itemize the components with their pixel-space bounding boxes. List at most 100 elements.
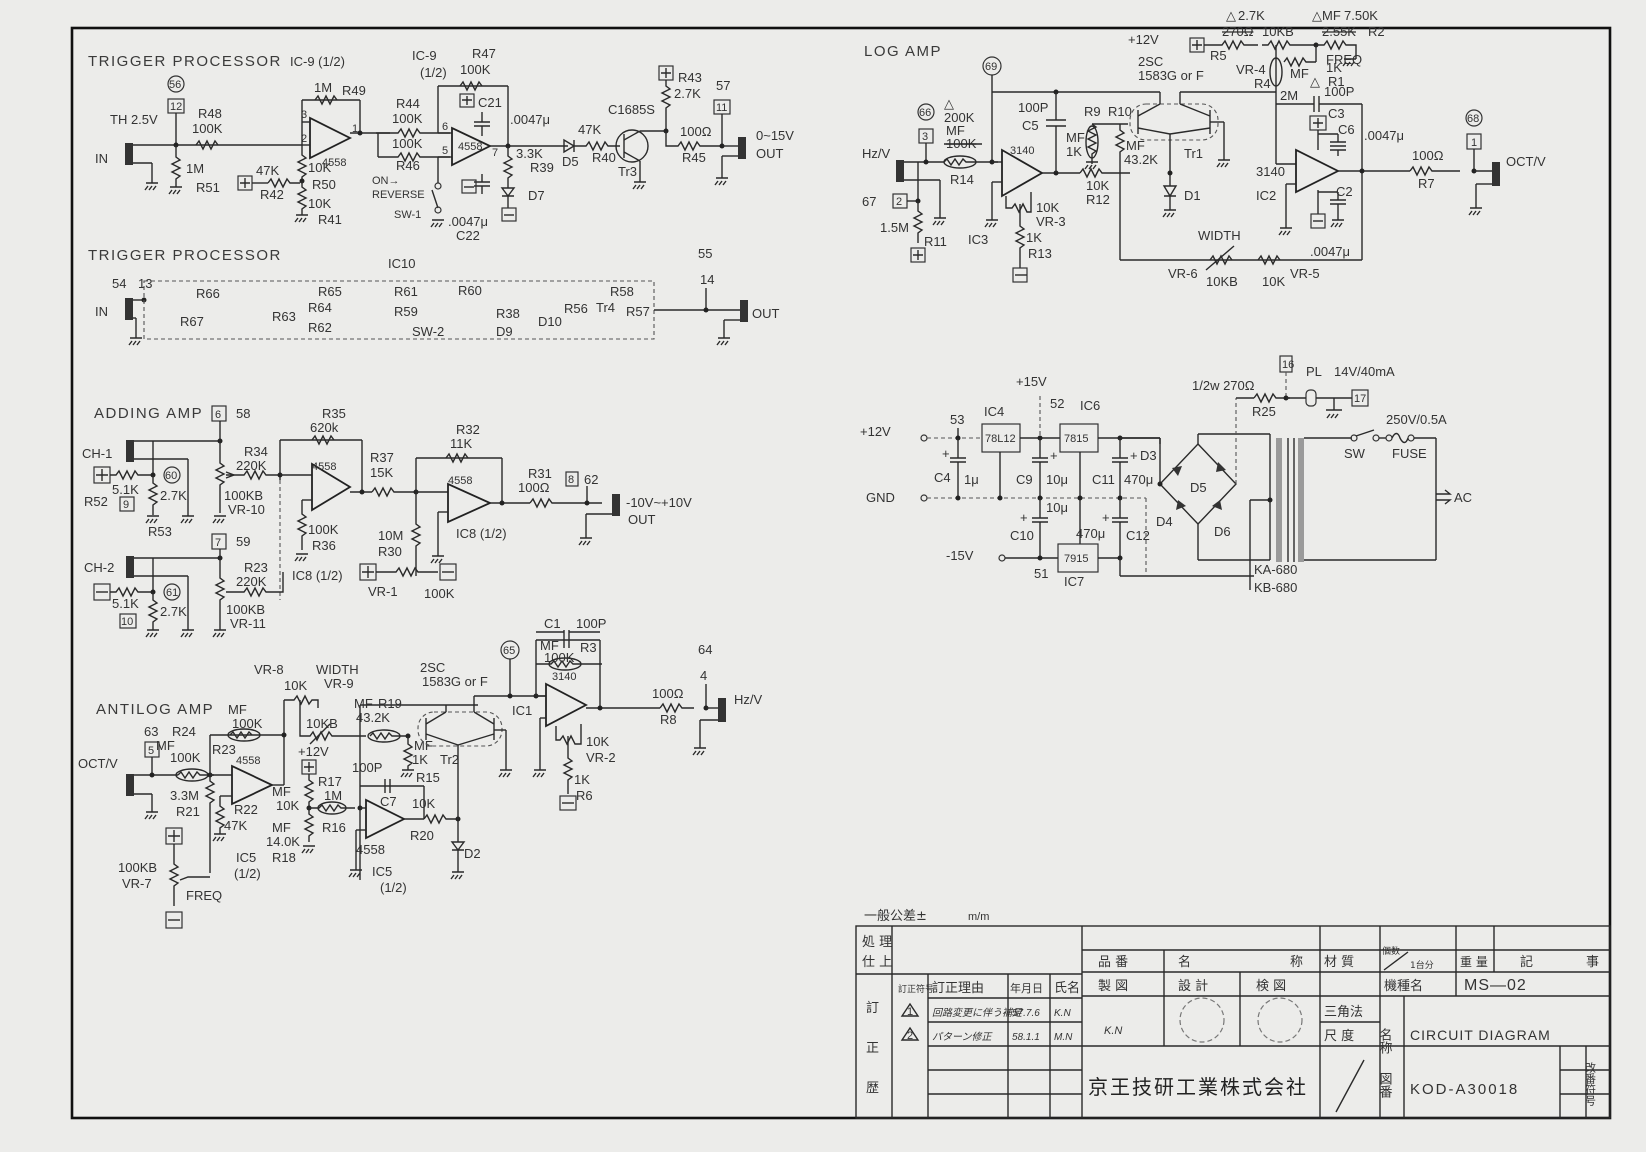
resistor-value: 10K (412, 796, 435, 811)
wire (912, 201, 924, 243)
diode-icon (450, 841, 466, 872)
checked-header: 検 図 (1256, 979, 1286, 994)
output-range: -10V~+10V (626, 495, 692, 510)
part-label: R65 (318, 284, 342, 299)
resistor-value: 47K (578, 122, 601, 137)
resistor-value: 100K (170, 750, 201, 765)
opamp-icon (545, 682, 588, 728)
section-title: ADDING AMP (94, 405, 203, 422)
ground-icon (1278, 227, 1292, 236)
wire (296, 145, 308, 181)
resistor-icon (659, 702, 694, 714)
pilot-lamp-label: PL (1306, 364, 1322, 379)
wire (920, 494, 928, 502)
resistor-label: R13 (1028, 246, 1052, 261)
power-switch-icon[interactable] (1350, 434, 1358, 442)
plus-mark: + (1102, 510, 1110, 525)
capacitor-value: .0047μ (1310, 244, 1350, 259)
title-block: 一般公差± m/m 処 理 仕 上 訂 正 歴 訂正符号 訂正理由 年月日 氏名… (855, 908, 1611, 1119)
capacitor-value: .0047μ (1364, 128, 1404, 143)
wire (1269, 57, 1283, 87)
resistor-value: 10K (1086, 178, 1109, 193)
wire (309, 723, 331, 745)
wire (1359, 168, 1365, 174)
ground-icon (128, 337, 142, 346)
resistor-label: R24 (172, 724, 196, 739)
connector-66 (917, 103, 935, 121)
resistor-label: R3 (580, 640, 597, 655)
part-label: R67 (180, 314, 204, 329)
diode-icon (1162, 185, 1178, 210)
part-label: R60 (458, 283, 482, 298)
part-number-header: 品 番 (1098, 955, 1128, 970)
ground-icon (348, 869, 362, 878)
connector-61 (163, 583, 181, 601)
transistor-type: 2SC (1138, 54, 1163, 69)
resistor-value: 14.0K (266, 834, 300, 849)
resistor-icon (1114, 124, 1126, 156)
log-amp: LOG AMP 69 66 3 △ 200K MF 100K Hz/V R14 … (862, 8, 1546, 289)
part-label: Tr4 (596, 300, 615, 315)
resistor-value: 43.2K (1124, 152, 1158, 167)
diode-label: D1 (1184, 188, 1201, 203)
minus-supply-icon (1310, 213, 1326, 229)
wire (434, 206, 442, 214)
resistor-value: 11K (450, 436, 472, 451)
ground-icon (450, 871, 464, 880)
opamp-type: 3140 (552, 671, 576, 683)
pin-label: 1 (352, 123, 358, 135)
resistor-label: R48 (198, 106, 222, 121)
resistor-old-value: 270Ω (1222, 24, 1254, 39)
ground-icon (212, 629, 226, 638)
wire (110, 469, 153, 481)
capacitor-icon (1313, 96, 1320, 112)
ground-icon (294, 214, 308, 223)
revision-1-mark: △ (944, 96, 954, 111)
drawing-number-label: 図番 (1377, 1072, 1393, 1099)
transistor-type: 1583G or F (1138, 68, 1204, 83)
resistor-label: R10 (1108, 104, 1132, 119)
regulator-type: 78L12 (985, 433, 1016, 445)
section-title: LOG AMP (864, 43, 942, 60)
revision-side-label: 正 (866, 1041, 879, 1056)
resistor-label: R43 (678, 70, 702, 85)
ground-icon (714, 177, 728, 186)
wire (214, 421, 226, 513)
dual-transistor-icon (417, 711, 503, 747)
title-block-frame (855, 925, 1611, 1119)
resistor-label: R9 (1084, 104, 1101, 119)
drawn-header: 製 図 (1098, 979, 1128, 994)
wire (359, 489, 365, 495)
pot-value: 10K (1036, 200, 1059, 215)
resistor-icon (371, 486, 414, 498)
pot-value: 10KB (1206, 274, 1238, 289)
resistor-mf: MF (414, 738, 433, 753)
part-label: R62 (308, 320, 332, 335)
connector-label: 65 (503, 645, 515, 657)
resistor-value: 100K (544, 650, 575, 665)
processing-header: 処 理 (862, 935, 892, 950)
output-label: OUT (752, 306, 780, 321)
pot-label: VR-1 (368, 584, 398, 599)
revision-1-mark: △ (1312, 8, 1322, 23)
terminal-6 (211, 405, 227, 422)
section-title: TRIGGER PROCESSOR (88, 247, 282, 264)
scale-header: 尺 度 (1324, 1028, 1354, 1044)
input-label: IN (95, 304, 108, 319)
capacitor-value: 100P (576, 616, 606, 631)
transformer-icon (1276, 438, 1282, 562)
resistor-value: 100K (232, 716, 263, 731)
capacitor-value: .0047μ (448, 214, 488, 229)
wire (597, 705, 603, 711)
part-label: D9 (496, 324, 513, 339)
fuse-rating: 250V/0.5A (1386, 412, 1447, 427)
resistor-mf: MF (156, 738, 175, 753)
capacitor-icon (1330, 134, 1346, 156)
resistor-label: R50 (312, 177, 336, 192)
wire (1355, 429, 1375, 437)
pot-value: 100KB (224, 488, 263, 503)
pot-label: VR-6 (1168, 266, 1198, 281)
resistor-label: R47 (472, 46, 496, 61)
wire (214, 549, 226, 630)
